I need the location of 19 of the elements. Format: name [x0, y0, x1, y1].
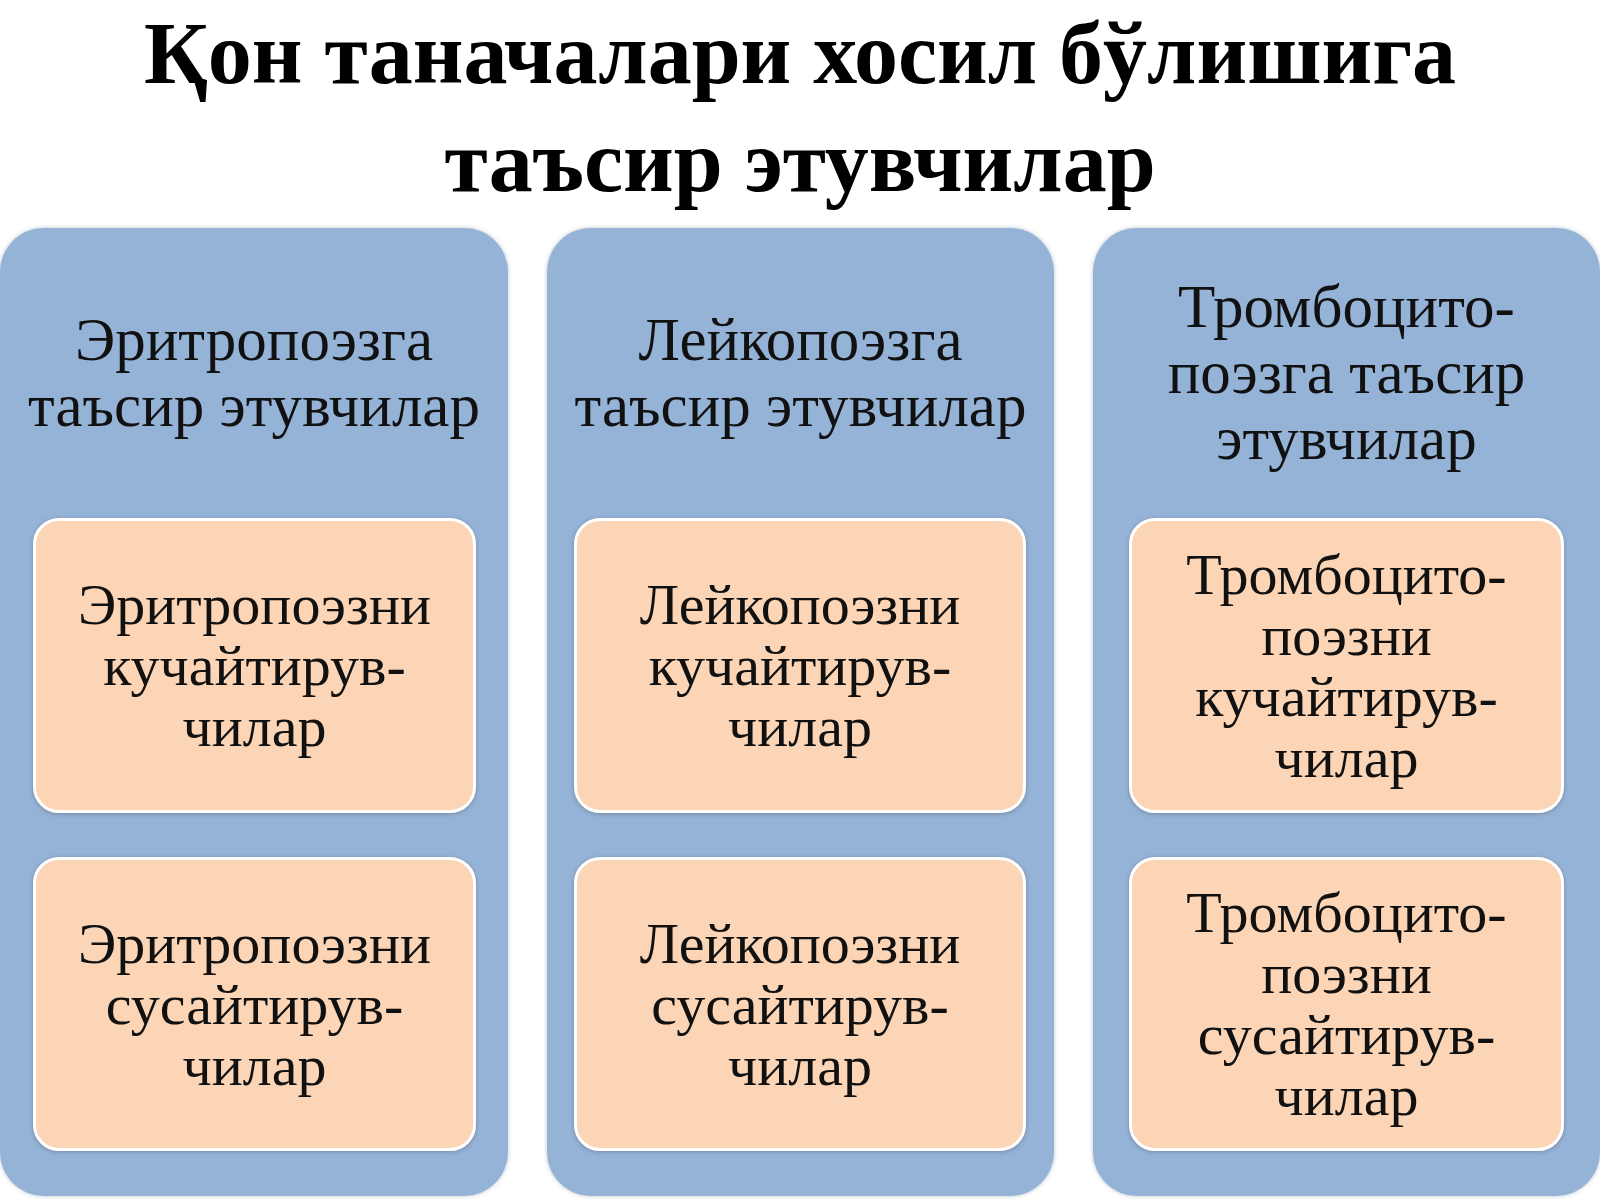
factor-text: Лейкопоэзни кучайтирув- чилар — [638, 574, 962, 757]
factor-card — [574, 518, 1026, 813]
factor-card — [1129, 518, 1564, 813]
factor-card — [33, 518, 476, 813]
factor-text: Эритропоэзни кучайтирув- чилар — [77, 574, 432, 757]
panel-heading: Лейкопоэзга таъсир этувчилар — [573, 307, 1028, 439]
diagram-title: Қон таначалари хосил бўлишига таъсир этувчилар — [142, 4, 1458, 212]
factor-text: Тромбоцито- поэзни кучайтирув- чилар — [1185, 543, 1508, 788]
factor-card — [1129, 857, 1564, 1151]
category-panel — [0, 228, 508, 1196]
panel-heading: Эритропоэзга таъсир этувчилар — [27, 307, 481, 439]
factor-text: Лейкопоэзни сусайтирув- чилар — [638, 912, 962, 1096]
category-panel — [1093, 228, 1600, 1196]
panel-heading: Тромбоцито- поэзга таъсир этувчилар — [1166, 274, 1527, 472]
factor-text: Эритропоэзни сусайтирув- чилар — [77, 912, 432, 1096]
factor-text: Тромбоцито- поэзни сусайтирув- чилар — [1185, 882, 1508, 1126]
category-panel — [547, 228, 1054, 1196]
factor-card — [574, 857, 1026, 1151]
factor-card — [33, 857, 476, 1151]
